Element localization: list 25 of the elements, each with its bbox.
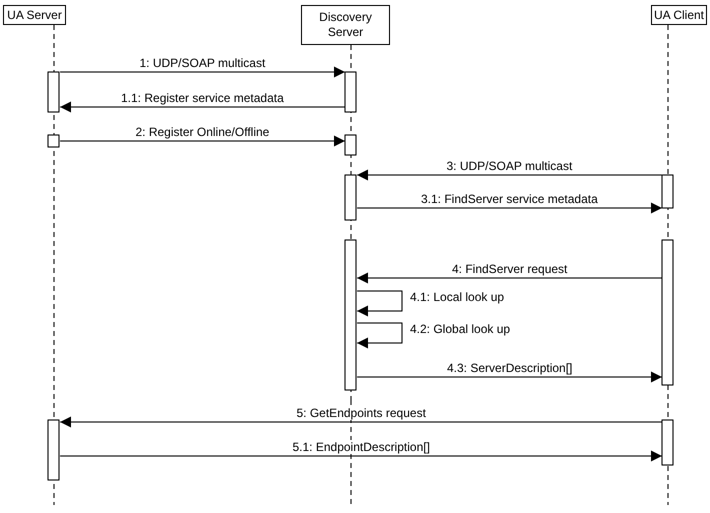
message-label: 4: FindServer request xyxy=(451,262,568,276)
message-arrow xyxy=(60,450,662,462)
message-label: 3.1: FindServer service metadata xyxy=(420,192,599,206)
participant-name: UA Server xyxy=(7,8,62,22)
self-message-arrow xyxy=(356,290,402,316)
message-label: 5.1: EndpointDescription[] xyxy=(292,440,431,454)
message-label: 4.2: Global look up xyxy=(409,322,512,336)
message-arrow xyxy=(60,136,346,146)
message-arrow xyxy=(356,272,662,284)
message-label: 1.1: Register service metadata xyxy=(120,91,285,105)
message-label: 1: UDP/SOAP multicast xyxy=(138,56,266,70)
message-arrow xyxy=(60,66,346,78)
message-arrow xyxy=(356,202,662,214)
message-label: 2: Register Online/Offline xyxy=(134,125,270,139)
message-label: 4.3: ServerDescription[] xyxy=(446,361,574,375)
message-label: 3: UDP/SOAP multicast xyxy=(446,159,574,173)
message-arrow xyxy=(60,416,662,428)
self-message-arrow xyxy=(356,322,402,348)
message-arrow xyxy=(356,170,662,180)
message-label: 4.1: Local look up xyxy=(409,290,506,304)
participant-name: Discovery Server xyxy=(318,10,373,40)
participant-name: UA Client xyxy=(654,8,704,22)
message-label: 5: GetEndpoints request xyxy=(296,406,427,420)
message-arrow xyxy=(60,102,346,112)
message-arrow xyxy=(356,372,662,382)
